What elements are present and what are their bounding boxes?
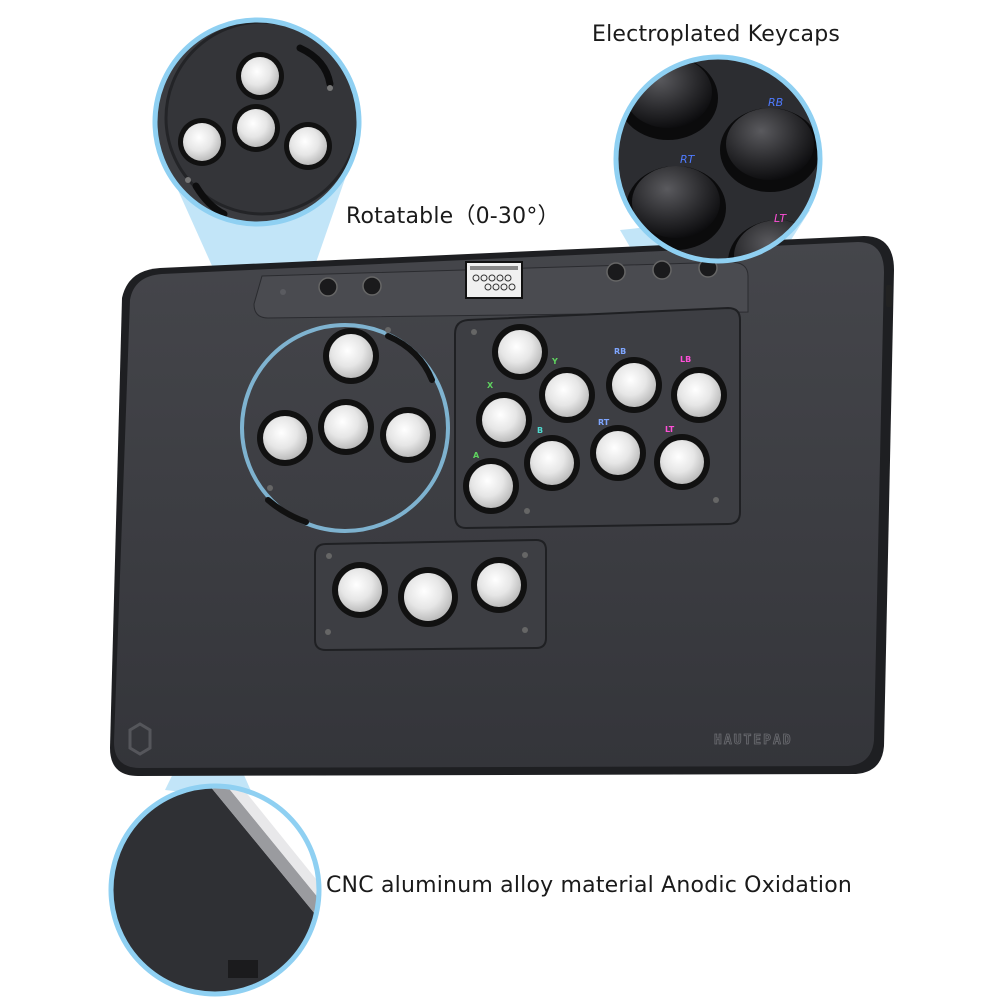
oled-screen-icon [465, 261, 523, 299]
button-x[interactable] [476, 392, 532, 448]
function-button-1[interactable] [318, 277, 338, 297]
label-a: A [473, 451, 480, 460]
function-button-2[interactable] [362, 276, 382, 296]
zoom-material [108, 783, 322, 997]
arcade-buttons [257, 324, 727, 627]
caption-keycaps: Electroplated Keycaps [592, 22, 841, 47]
button-rt[interactable] [590, 425, 646, 481]
function-button-4[interactable] [652, 260, 672, 280]
zoom-label-lt: LT [774, 212, 787, 225]
zoom-keycaps: RB RT LT [613, 54, 823, 264]
button-left-up[interactable] [323, 328, 379, 384]
brand-wordmark: HAUTEPAD [714, 733, 793, 748]
caption-material: CNC aluminum alloy material Anodic Oxida… [326, 873, 853, 898]
button-b[interactable] [524, 435, 580, 491]
label-rb: RB [614, 347, 626, 356]
button-lt[interactable] [654, 434, 710, 490]
brand-logo-icon [128, 722, 152, 756]
button-bottom-2[interactable] [398, 567, 458, 627]
button-bottom-3[interactable] [471, 557, 527, 613]
label-b: B [537, 426, 543, 435]
label-rt: RT [598, 418, 610, 427]
button-lb[interactable] [671, 367, 727, 423]
top-panel [253, 258, 749, 325]
button-y[interactable] [539, 367, 595, 423]
label-lt: LT [665, 425, 675, 434]
button-bottom-1[interactable] [332, 562, 388, 618]
caption-rotatable: Rotatable（0-30°） [346, 204, 560, 229]
button-top-extra[interactable] [492, 324, 548, 380]
label-x: X [487, 381, 494, 390]
function-button-3[interactable] [606, 262, 626, 282]
label-lb: LB [680, 355, 691, 364]
button-rb[interactable] [606, 357, 662, 413]
button-left-center[interactable] [318, 399, 374, 455]
rotatable-cluster [240, 323, 450, 533]
zoom-rotatable [152, 17, 362, 227]
button-left-left[interactable] [257, 410, 313, 466]
zoom-label-rb: RB [768, 96, 783, 109]
button-left-right[interactable] [380, 407, 436, 463]
label-y: Y [551, 357, 558, 366]
zoom-label-rt: RT [680, 153, 696, 166]
button-a[interactable] [463, 458, 519, 514]
